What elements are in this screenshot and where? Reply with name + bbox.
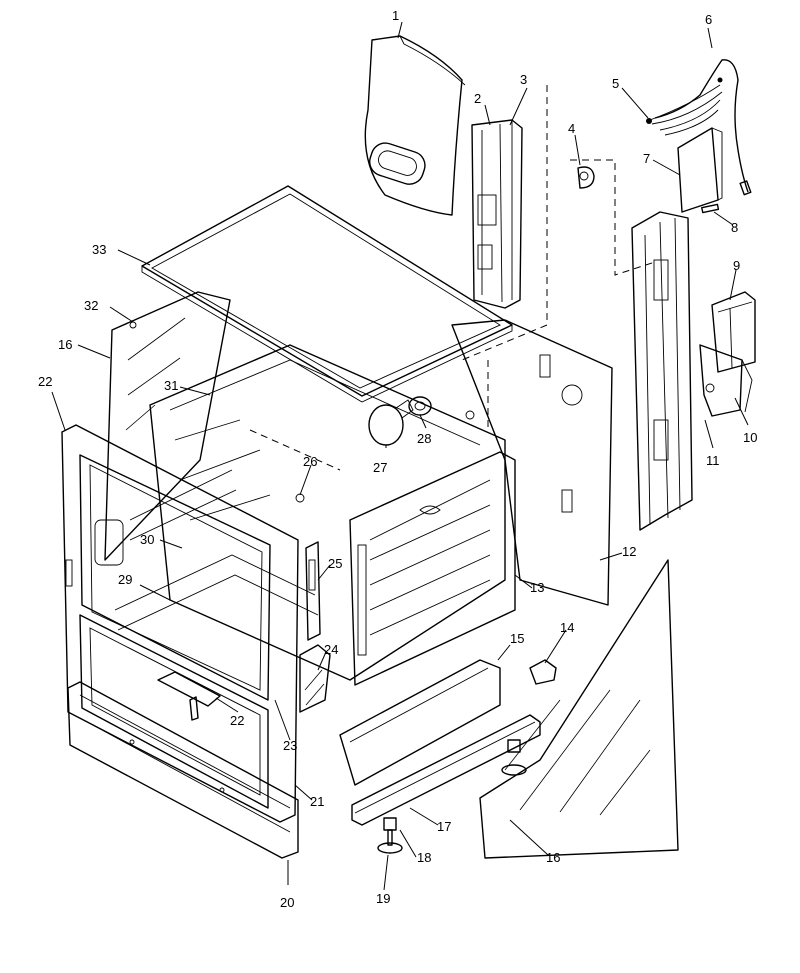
callout-3: 3 [520, 72, 527, 87]
callout-24: 24 [324, 642, 338, 657]
callout-1: 1 [392, 8, 399, 23]
callout-33: 33 [92, 242, 106, 257]
callout-21: 21 [310, 794, 324, 809]
callout-29: 29 [118, 572, 132, 587]
part-29-30-racks [114, 469, 319, 631]
callout-30: 30 [140, 532, 154, 547]
part-27-light-bulb [368, 399, 414, 446]
part-10-bracket [699, 344, 753, 417]
callout-10: 10 [743, 430, 757, 445]
callout-32: 32 [84, 298, 98, 313]
callout-19: 19 [376, 891, 390, 906]
part-22-front-frame [61, 424, 299, 823]
part-4-grommet [577, 166, 595, 189]
part-14-bracket [529, 659, 557, 685]
callout-26: 26 [303, 454, 317, 469]
callout-16-right: 16 [546, 850, 560, 865]
part-22-leveler-bracket [157, 671, 221, 721]
callout-13: 13 [530, 580, 544, 595]
callout-27: 27 [373, 460, 387, 475]
callout-16-left: 16 [58, 337, 72, 352]
callout-31: 31 [164, 378, 178, 393]
part-15-kick-panel [339, 659, 501, 786]
part-7-wire-cover [677, 127, 723, 213]
callout-12: 12 [622, 544, 636, 559]
alignment-lines [249, 85, 656, 471]
callout-4: 4 [568, 121, 575, 136]
part-16-right-side-panel [479, 559, 679, 859]
part-25-rack-support [305, 541, 321, 641]
leader-lines [51, 21, 749, 891]
part-18-19-leveling-leg [377, 739, 527, 854]
callout-22-upper: 22 [38, 374, 52, 389]
callout-22-lower: 22 [230, 713, 244, 728]
oven-body [149, 344, 506, 681]
callout-2: 2 [474, 91, 481, 106]
callout-18: 18 [417, 850, 431, 865]
part-24-hinge-cover [299, 644, 331, 713]
callout-17: 17 [437, 819, 451, 834]
callout-20: 20 [280, 895, 294, 910]
part-13-oven-side [349, 451, 516, 686]
callout-9: 9 [733, 258, 740, 273]
callout-15: 15 [510, 631, 524, 646]
callout-28: 28 [417, 431, 431, 446]
part-17-base-rail [351, 714, 541, 826]
callout-5: 5 [612, 76, 619, 91]
part-33-top-panel [141, 185, 513, 403]
callout-8: 8 [731, 220, 738, 235]
part-1-flue-shield [364, 35, 466, 216]
part-8-pin [701, 203, 720, 214]
callout-7: 7 [643, 151, 650, 166]
part-20-21-base-rail [67, 681, 299, 859]
part-9-control-box [711, 291, 756, 373]
callout-23: 23 [283, 738, 297, 753]
callout-labels: 1 2 3 4 5 6 7 8 9 10 11 12 13 14 15 16 1… [38, 8, 757, 910]
callout-25: 25 [328, 556, 342, 571]
right-side-channel [631, 211, 693, 531]
callout-14: 14 [560, 620, 574, 635]
part-5-6-wiring-harness [646, 59, 752, 196]
callout-11: 11 [706, 453, 720, 468]
part-16-left-side-panel [104, 291, 231, 561]
part-2-3-rear-channel [471, 119, 523, 309]
callout-6: 6 [705, 12, 712, 27]
